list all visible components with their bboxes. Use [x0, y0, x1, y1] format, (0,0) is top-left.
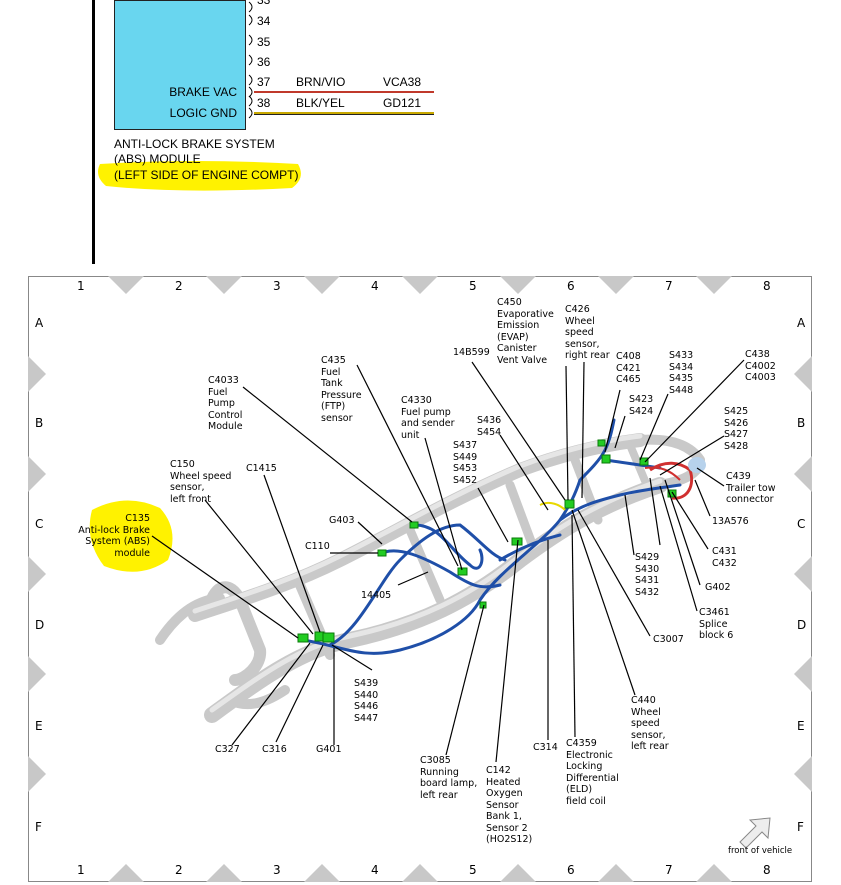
row-left-e: E — [35, 719, 43, 733]
caption-highlight — [98, 161, 301, 191]
front-arrow-icon — [739, 817, 771, 849]
wire-color-38: BLK/YEL — [296, 96, 345, 110]
col-bottom-7: 7 — [665, 863, 673, 877]
row-left-c: C — [35, 517, 44, 531]
pin-35: 35 — [257, 35, 271, 49]
pin-37: 37 — [257, 75, 271, 89]
col-top-2: 2 — [175, 279, 183, 293]
col-top-5: 5 — [469, 279, 477, 293]
col-bottom-4: 4 — [371, 863, 379, 877]
row-right-c: C — [797, 517, 806, 531]
c135-highlight — [89, 500, 173, 572]
label-g401: G401 — [316, 744, 342, 755]
module-caption-2: (ABS) MODULE — [114, 152, 201, 166]
label-c327: C327 — [215, 744, 240, 755]
col-top-1: 1 — [77, 279, 85, 293]
row-right-f: F — [797, 820, 804, 834]
label-14405: 14405 — [361, 590, 392, 601]
frame-rails — [155, 433, 705, 723]
col-top-8: 8 — [763, 279, 771, 293]
wiring-harness — [300, 418, 682, 655]
front-of-vehicle-label: front of vehicle — [728, 846, 793, 856]
label-g403: G403 — [329, 515, 355, 526]
circuit-37: VCA38 — [383, 75, 422, 89]
label-c316: C316 — [262, 744, 287, 755]
pin-38: 38 — [257, 96, 271, 110]
label-c1415: C1415 — [246, 463, 277, 474]
label-14b599: 14B599 — [453, 347, 490, 358]
row-right-d: D — [797, 618, 807, 632]
col-bottom-3: 3 — [273, 863, 281, 877]
schematic-border-line — [92, 0, 95, 264]
logic-gnd-label: LOGIC GND — [169, 106, 237, 120]
row-left-b: B — [35, 416, 44, 430]
col-bottom-5: 5 — [469, 863, 477, 877]
row-left-d: D — [35, 618, 45, 632]
circuit-38: GD121 — [383, 96, 422, 110]
module-caption-3: (LEFT SIDE OF ENGINE COMPT) — [114, 168, 299, 182]
label-c314: C314 — [533, 742, 558, 753]
label-c3007: C3007 — [653, 634, 684, 645]
col-bottom-6: 6 — [567, 863, 575, 877]
wire-color-37: BRN/VIO — [296, 75, 346, 89]
label-g402: G402 — [705, 582, 731, 593]
col-top-7: 7 — [665, 279, 673, 293]
col-top-4: 4 — [371, 279, 379, 293]
col-bottom-8: 8 — [763, 863, 771, 877]
col-top-6: 6 — [567, 279, 575, 293]
row-right-b: B — [797, 416, 806, 430]
brake-vac-label: BRAKE VAC — [169, 85, 237, 99]
row-right-e: E — [797, 719, 805, 733]
grid-markers — [28, 276, 812, 882]
label-c110: C110 — [305, 541, 330, 552]
row-left-a: A — [35, 316, 44, 330]
col-bottom-2: 2 — [175, 863, 183, 877]
abs-module-box: BRAKE VAC LOGIC GND — [114, 0, 246, 130]
row-right-a: A — [797, 316, 806, 330]
pin-34: 34 — [257, 14, 271, 28]
col-bottom-1: 1 — [77, 863, 85, 877]
module-caption-1: ANTI-LOCK BRAKE SYSTEM — [114, 137, 275, 151]
col-top-3: 3 — [273, 279, 281, 293]
schematic-wires — [248, 1, 434, 119]
label-13a576: 13A576 — [712, 516, 749, 527]
pin-36: 36 — [257, 55, 271, 69]
pin-33: 33 — [257, 0, 271, 7]
row-left-f: F — [35, 820, 42, 834]
leader-lines — [151, 359, 745, 763]
